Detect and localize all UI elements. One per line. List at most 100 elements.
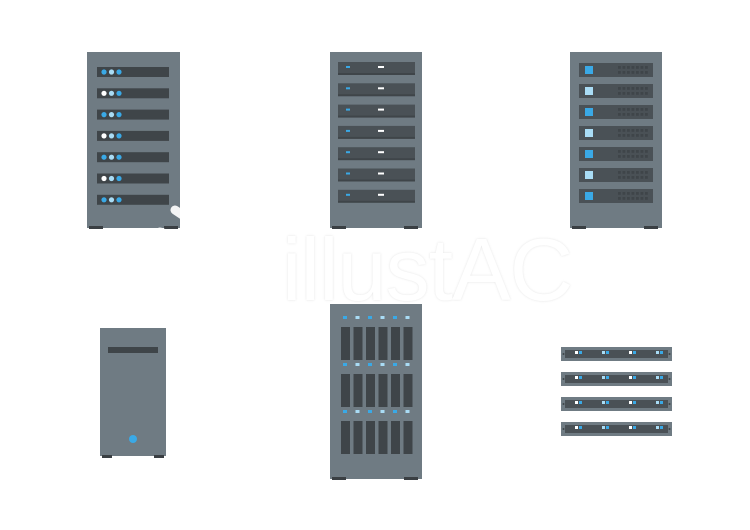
switch-port (622, 87, 626, 90)
switch-port (631, 92, 635, 95)
switch-port (627, 171, 630, 174)
switch-port (645, 155, 648, 158)
unit-led (602, 426, 605, 429)
unit-led (633, 351, 636, 354)
switch-port (636, 66, 639, 69)
switch-port (627, 150, 630, 153)
switch-port (631, 66, 635, 69)
switch-port (640, 176, 644, 179)
unit-led (633, 401, 636, 404)
status-led (101, 197, 107, 203)
switch-port (645, 192, 648, 195)
status-led (116, 90, 122, 96)
switch-unit (579, 63, 653, 77)
blade-led (346, 66, 350, 68)
drive-led (343, 316, 347, 319)
switch-port (627, 108, 630, 111)
switch-port (618, 171, 621, 174)
switch-port (645, 71, 648, 74)
switch-port (622, 150, 626, 153)
status-led (108, 112, 115, 118)
status-led (116, 133, 122, 139)
switch-port (640, 108, 644, 111)
switch-port (618, 66, 621, 69)
status-led (101, 90, 107, 96)
server-slot (97, 130, 169, 141)
unit-led (629, 351, 632, 354)
unit-led (579, 376, 582, 379)
switch-unit (579, 126, 653, 140)
unit-led (606, 401, 609, 404)
unit-led (629, 376, 632, 379)
switch-port (627, 92, 630, 95)
switch-port (636, 71, 639, 74)
server-slot (97, 109, 169, 120)
drive-led (343, 363, 347, 366)
switch-port (627, 134, 630, 137)
drive-bay (366, 327, 375, 360)
switch-port (627, 87, 630, 90)
drive-bay (391, 421, 400, 454)
blade-edge (338, 136, 415, 139)
storage-array-rack-icon (330, 304, 422, 480)
blade-slot (338, 83, 415, 96)
switch-unit (579, 189, 653, 203)
status-led (101, 175, 107, 182)
status-led (108, 154, 115, 160)
switch-port (645, 171, 648, 174)
switch-port (622, 66, 626, 69)
blade-led (378, 172, 384, 175)
switch-port (622, 134, 626, 137)
switch-port (618, 71, 621, 74)
switch-port (636, 108, 639, 111)
switch-port (640, 192, 644, 195)
switch-port (645, 108, 648, 111)
unit-led (602, 401, 605, 404)
unit-led (629, 426, 632, 429)
unit-led (606, 351, 609, 354)
switch-unit (579, 105, 653, 119)
switch-port (640, 71, 644, 74)
status-led (116, 175, 122, 182)
switch-port (622, 171, 626, 174)
blade-led (378, 151, 384, 154)
switch-led (585, 129, 593, 137)
switch-port (640, 197, 644, 200)
switch-port (645, 129, 648, 132)
drive-bay (353, 327, 363, 360)
rack-unit-face (565, 425, 668, 433)
blade-led (346, 151, 350, 154)
drive-led (405, 363, 410, 366)
switch-port (636, 92, 639, 95)
status-led (108, 175, 115, 182)
drive-led (368, 410, 372, 413)
unit-led (633, 376, 636, 379)
switch-port (640, 66, 644, 69)
unit-led (575, 426, 578, 429)
switch-port (631, 176, 635, 179)
switch-port (627, 155, 630, 158)
switch-port (622, 155, 626, 158)
blade-slot (338, 189, 415, 202)
server-slot (97, 88, 169, 99)
unit-led (575, 351, 578, 354)
switch-port (636, 134, 639, 137)
switch-port (618, 134, 621, 137)
server-slot (97, 194, 169, 205)
switch-port (645, 87, 648, 90)
rack-screw (562, 428, 565, 430)
drive-led (393, 410, 397, 413)
blade-slot (338, 104, 415, 117)
switch-port (640, 150, 644, 153)
switch-port (618, 87, 621, 90)
drive-bay (341, 421, 350, 454)
server-slot (97, 152, 169, 163)
switch-port (645, 92, 648, 95)
unit-led (660, 426, 663, 429)
blade-edge (338, 94, 415, 97)
switch-port (618, 155, 621, 158)
switch-led (585, 171, 593, 179)
switch-port (618, 113, 621, 116)
unit-led (579, 401, 582, 404)
